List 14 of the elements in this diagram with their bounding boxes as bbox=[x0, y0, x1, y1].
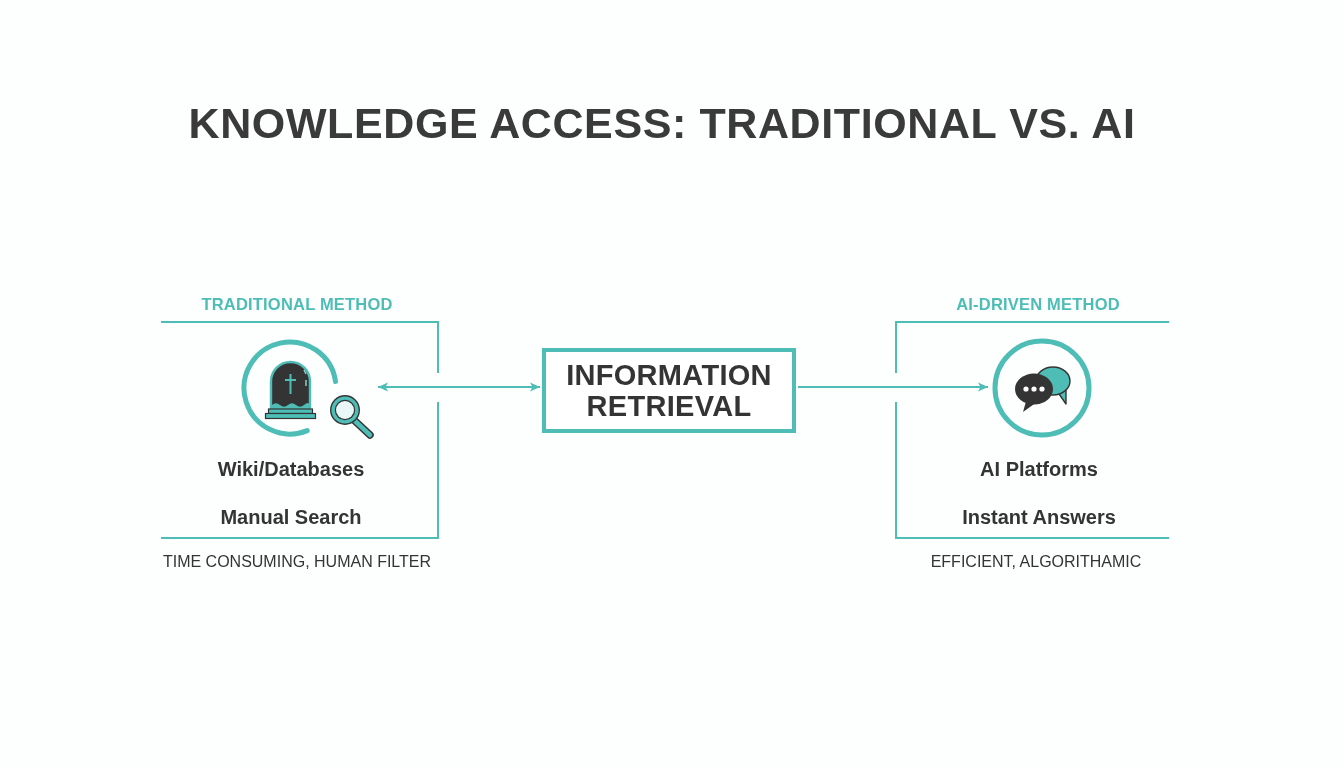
item-label: Wiki/Databases bbox=[217, 457, 365, 481]
section-heading: TRADITIONAL METHOD bbox=[201, 294, 393, 314]
double-headed-arrow bbox=[377, 382, 541, 392]
tombstone-magnifier-icon bbox=[240, 336, 376, 440]
chat-bubbles-icon bbox=[990, 336, 1094, 440]
arrow bbox=[797, 382, 989, 392]
item-label: Manual Search bbox=[220, 505, 362, 529]
item-label: AI Platforms bbox=[980, 457, 1098, 481]
diagram-title: KNOWLEDGE ACCESS: TRADITIONAL VS. AI bbox=[188, 98, 1136, 148]
item-label: Instant Answers bbox=[962, 505, 1116, 529]
note-text: EFFICIENT, ALGORITHAMIC bbox=[930, 552, 1142, 572]
section-heading: AI-DRIVEN METHOD bbox=[956, 294, 1120, 314]
process-box: INFORMATION RETRIEVAL bbox=[542, 348, 796, 433]
note-text: TIME CONSUMING, HUMAN FILTER bbox=[162, 552, 432, 572]
